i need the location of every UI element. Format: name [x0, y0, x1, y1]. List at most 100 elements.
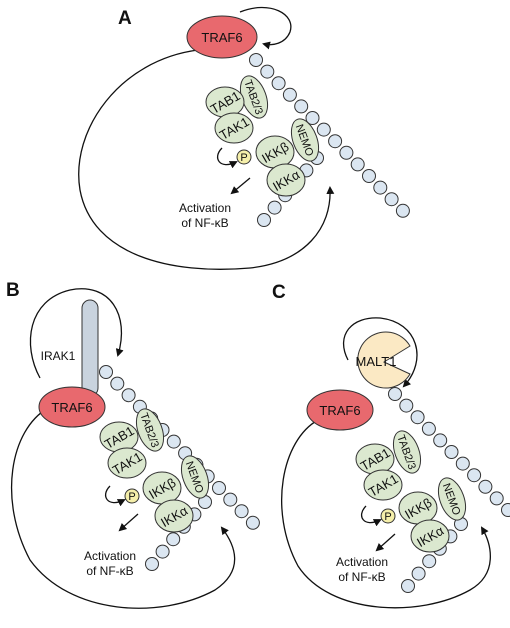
ubiquitin-bead — [110, 376, 125, 391]
ubiquitin-bead — [410, 410, 425, 425]
traf6-label: TRAF6 — [319, 403, 360, 418]
activation-arrow — [230, 177, 251, 195]
ubiquitin-bead — [282, 87, 297, 102]
ubiquitin-bead — [267, 200, 282, 215]
ubiquitin-bead — [294, 99, 309, 114]
ikk-complex: NEMO IKKβ IKKα P — [217, 118, 320, 197]
ubiquitination-arc — [78, 49, 335, 270]
activation-label-line2: of NF-κB — [338, 570, 385, 584]
ubiquitin-bead — [401, 579, 415, 593]
malt1-label: MALT1 — [356, 354, 397, 369]
phospho-circle — [236, 149, 252, 165]
ubiquitin-bead — [166, 434, 181, 449]
nemo-node — [180, 455, 210, 499]
ubiquitin-bead — [411, 566, 426, 581]
tak1-node — [363, 469, 403, 501]
panel-c: C MALT1 TRAF6 TAB2/3 TAB1 TAK1 NEMO IKKβ… — [272, 282, 510, 609]
ubiquitin-bead — [399, 398, 414, 413]
phospho-label: P — [384, 511, 391, 523]
phospho-circle — [124, 488, 140, 504]
tak1-node — [214, 112, 254, 144]
nemo-node — [290, 118, 320, 162]
traf6-label: TRAF6 — [51, 400, 92, 415]
traf6-label: TRAF6 — [201, 30, 242, 45]
ubiquitin-bead — [489, 491, 504, 506]
ubiquitin-chain — [249, 53, 410, 218]
irak1-arc — [29, 288, 124, 379]
panel-letter-a: A — [118, 8, 132, 29]
ubiquitin-bead — [362, 169, 376, 183]
tab-tak-complex: TAB2/3 TAB1 TAK1 — [99, 408, 165, 479]
ubiquitin-bead — [501, 503, 510, 517]
phosphorylation-arrow — [217, 147, 238, 169]
tab23-node — [392, 430, 422, 474]
panel-letter-b: B — [6, 280, 20, 301]
panel-a: A TRAF6 TAB2/3 TAB1 TAK1 NEMO IKKβ IKKα — [78, 6, 410, 270]
ubiquitin-bead — [166, 532, 181, 547]
ubiquitin-bead — [373, 180, 388, 195]
ubiquitin-chain — [388, 387, 510, 517]
ubiquitin-bead — [155, 544, 170, 559]
ubiquitin-bead — [245, 515, 260, 530]
activation-label-line1: Activation — [179, 201, 231, 215]
panel-b: B IRAK1 TRAF6 TAB2/3 TAB1 TAK1 NEMO IKKβ… — [6, 280, 260, 609]
ubiquitin-bead — [234, 504, 249, 519]
ikka-node — [410, 519, 450, 553]
ubiquitin-bead — [328, 134, 343, 149]
ubiquitin-bead — [478, 479, 493, 494]
ubiquitin-bead — [350, 157, 365, 172]
phospho-label: P — [240, 152, 247, 164]
phospho-circle — [380, 508, 396, 524]
ubiquitin-bead — [433, 433, 448, 448]
ubiquitination-arc — [11, 407, 236, 609]
ubiquitin-bead — [395, 203, 410, 218]
ikk-complex: NEMO IKKβ IKKα P — [361, 477, 467, 553]
ubiquitin-bead — [316, 122, 331, 137]
ubiquitin-bead — [223, 492, 238, 507]
ubiquitin-bead — [422, 554, 437, 569]
ubiquitin-bead — [271, 76, 286, 91]
traf6-node — [38, 386, 106, 428]
ubiquitin-bead — [384, 192, 399, 207]
ubiquitin-bead — [145, 557, 159, 571]
ubiquitin-bead — [121, 388, 136, 403]
ubiquitin-bead — [260, 64, 275, 79]
ubiquitin-bead — [467, 468, 482, 483]
tab23-node — [135, 408, 165, 452]
irak1-node — [81, 299, 99, 397]
ikka-node — [266, 163, 306, 197]
malt1-node — [357, 331, 411, 389]
malt1-arc — [342, 317, 418, 388]
activation-label-line2: of NF-κB — [86, 564, 133, 578]
ikk-complex: NEMO IKKβ IKKα P — [105, 455, 210, 533]
traf6-node — [306, 389, 374, 431]
activation-arrow — [375, 533, 396, 552]
irak1-label: IRAK1 — [41, 349, 76, 363]
ikka-node — [154, 499, 194, 533]
tak1-node — [107, 447, 147, 479]
ubiquitin-bead — [305, 111, 320, 125]
activation-label-line1: Activation — [336, 555, 388, 569]
ubiquitin-bead — [212, 481, 226, 495]
ubiquitin-bead — [455, 456, 470, 471]
activation-arrow — [118, 513, 139, 532]
activation-label-line2: of NF-κB — [181, 216, 228, 230]
ubiquitin-bead — [99, 365, 113, 379]
nemo-node — [437, 477, 467, 521]
ubiquitin-bead — [339, 145, 354, 160]
tab-tak-complex: TAB2/3 TAB1 TAK1 — [205, 75, 269, 144]
phosphorylation-arrow — [105, 485, 126, 507]
phosphorylation-arrow — [361, 505, 382, 527]
ubiquitin-bead — [444, 445, 459, 459]
panel-letter-c: C — [272, 282, 286, 303]
ubiquitin-bead — [249, 53, 263, 67]
ubiquitin-bead — [421, 421, 436, 436]
traf6-node — [186, 15, 258, 59]
auto-ubiquitination-arrow — [239, 6, 292, 50]
activation-label-line1: Activation — [84, 549, 136, 563]
phospho-label: P — [128, 491, 135, 503]
ubiquitin-bead — [388, 387, 402, 401]
ubiquitin-bead — [257, 213, 271, 227]
ubiquitination-arc — [281, 419, 491, 609]
